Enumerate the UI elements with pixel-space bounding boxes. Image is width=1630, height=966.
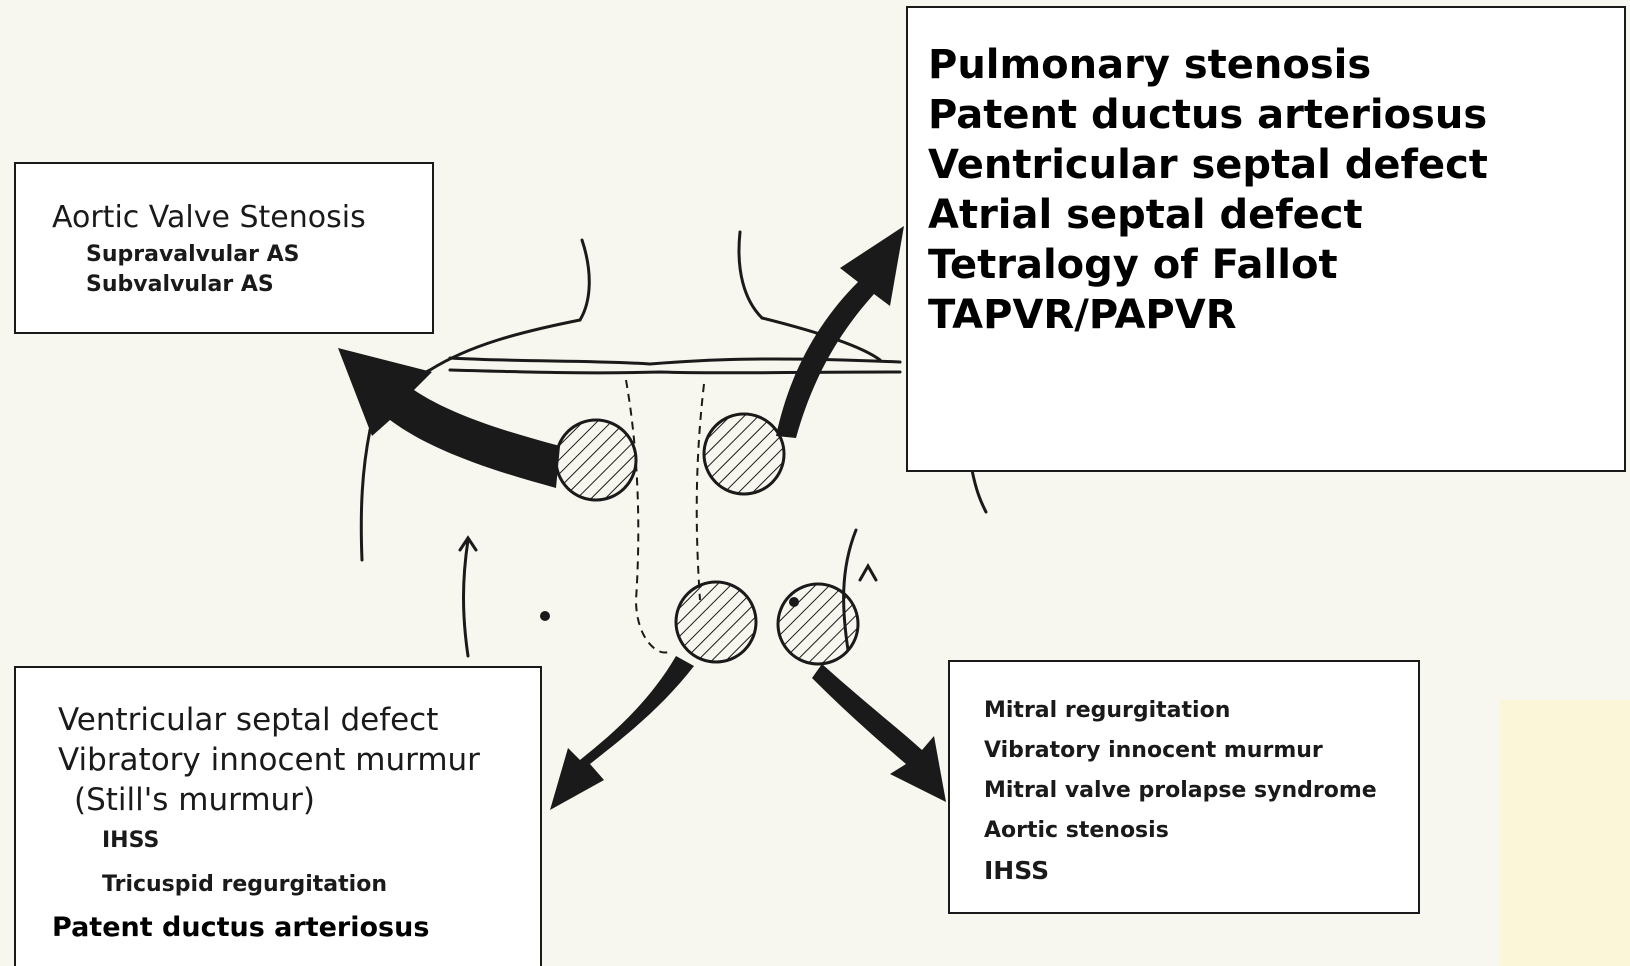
apex-line-5: IHSS xyxy=(984,856,1049,885)
lsb-line-1: Ventricular septal defect xyxy=(58,702,438,738)
pulmonic-list: Pulmonary stenosis Patent ductus arterio… xyxy=(928,40,1488,340)
left-midclavicular xyxy=(464,540,469,656)
clavicle-bottom xyxy=(450,370,900,373)
apex-area-box: Mitral regurgitation Vibratory innocent … xyxy=(948,660,1420,914)
pulmonic-line-3: Ventricular septal defect xyxy=(928,140,1488,190)
left-sternal-border-box: Ventricular septal defect Vibratory inno… xyxy=(14,666,542,966)
lsb-line-4: IHSS xyxy=(102,828,159,853)
tricuspid-area-circle xyxy=(676,582,756,662)
stray-dot xyxy=(540,611,550,621)
pulmonic-line-6: TAPVR/PAPVR xyxy=(928,290,1488,340)
lsb-line-5: Tricuspid regurgitation xyxy=(102,872,387,897)
aortic-line-3: Subvalvular AS xyxy=(86,272,274,297)
pulmonic-area-box: Pulmonary stenosis Patent ductus arterio… xyxy=(906,6,1626,472)
apex-line-2: Vibratory innocent murmur xyxy=(984,738,1323,763)
aortic-line-1: Aortic Valve Stenosis xyxy=(52,200,366,235)
lsb-line-6: Patent ductus arteriosus xyxy=(52,912,429,943)
sternum-right-edge xyxy=(697,384,704,600)
lsb-line-3: (Still's murmur) xyxy=(74,782,315,818)
pulmonic-area-circle xyxy=(704,414,784,494)
mitral-area-circle xyxy=(778,584,858,664)
left-sternal-arrow xyxy=(550,656,694,810)
pulmonic-line-2: Patent ductus arteriosus xyxy=(928,90,1488,140)
apex-dot xyxy=(789,597,799,607)
apex-line-1: Mitral regurgitation xyxy=(984,698,1230,723)
left-chest-side xyxy=(361,430,370,560)
clavicle-top xyxy=(450,358,900,364)
pulmonic-line-1: Pulmonary stenosis xyxy=(928,40,1488,90)
sternum-left-edge xyxy=(626,380,672,653)
apex-line-4: Aortic stenosis xyxy=(984,818,1169,843)
lsb-line-2: Vibratory innocent murmur xyxy=(58,742,480,778)
pulmonic-line-5: Tetralogy of Fallot xyxy=(928,240,1488,290)
paper-stain xyxy=(1500,700,1630,966)
aortic-line-2: Supravalvular AS xyxy=(86,242,299,267)
apex-line-3: Mitral valve prolapse syndrome xyxy=(984,778,1377,803)
pulmonic-arrow xyxy=(776,226,904,438)
neck-left-line xyxy=(580,240,589,320)
pulmonic-line-4: Atrial septal defect xyxy=(928,190,1488,240)
aortic-area-box: Aortic Valve Stenosis Supravalvular AS S… xyxy=(14,162,434,334)
neck-right-line xyxy=(739,232,762,318)
right-marker xyxy=(860,566,876,580)
right-chest-side xyxy=(972,470,986,512)
apex-arrow xyxy=(812,664,946,802)
aortic-area-circle xyxy=(556,420,636,500)
